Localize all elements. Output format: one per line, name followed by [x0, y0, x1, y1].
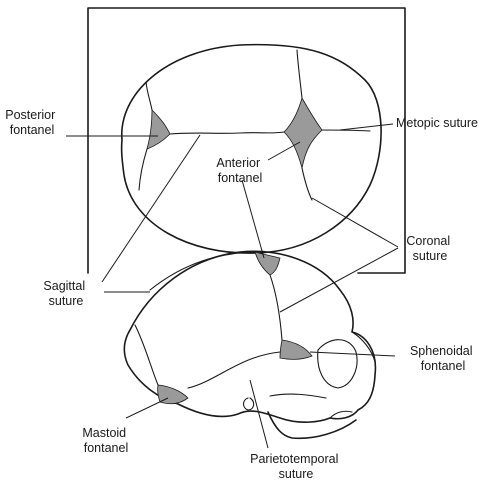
top-coronal-suture-upper — [296, 49, 303, 99]
anterior-fontanel-label: Anterior fontanel — [216, 156, 263, 185]
inset-frame — [87, 7, 406, 274]
mastoid-fontanel-label: Mastoid fontanel — [82, 426, 129, 455]
leader-sagittal-top — [101, 134, 201, 283]
leader-anterior-to-lateral — [241, 179, 265, 259]
parietotemporal-suture-line1: Parietotemporal — [250, 452, 338, 466]
top-metopic-suture — [321, 129, 371, 132]
lateral-parietotemporal-suture — [187, 351, 281, 389]
mastoid-fontanel-line2: fontanel — [84, 441, 128, 455]
top-lambdoid-suture-upper — [145, 81, 153, 111]
ear-opening — [242, 397, 255, 411]
posterior-fontanel-line1: Posterior — [5, 108, 55, 122]
top-view-skull-outline — [120, 43, 382, 254]
lateral-lambdoid-suture — [134, 324, 159, 386]
zygomatic-arch — [269, 393, 327, 399]
top-lambdoid-suture-lower — [138, 148, 148, 191]
parietotemporal-suture-label: Parietotemporal suture — [250, 452, 342, 481]
metopic-suture-label: Metopic suture — [396, 116, 478, 130]
sagittal-suture-line2: suture — [49, 294, 84, 308]
sagittal-suture-label: Sagittal suture — [43, 279, 88, 308]
posterior-fontanel-shape — [146, 109, 171, 150]
metopic-suture-line1: Metopic suture — [396, 116, 478, 130]
anterior-fontanel-shape — [283, 96, 323, 169]
lateral-skull-outline — [123, 250, 377, 423]
top-coronal-suture-lower — [301, 167, 313, 201]
lateral-view — [123, 250, 377, 440]
labels: Posterior fontanel Metopic suture Anteri… — [5, 108, 478, 481]
coronal-suture-line2: suture — [413, 249, 448, 263]
mastoid-fontanel-line1: Mastoid — [82, 426, 126, 440]
anterior-fontanel-line2: fontanel — [218, 171, 262, 185]
leader-coronal-lateral — [279, 247, 399, 313]
sphenoidal-fontanel-line2: fontanel — [421, 359, 465, 373]
top-view — [87, 7, 406, 274]
coronal-suture-line1: Coronal — [406, 234, 450, 248]
orbit-outline — [317, 339, 358, 389]
leader-sphenoidal-fontanel — [309, 351, 396, 357]
lateral-sphenoidal-fontanel — [279, 339, 313, 360]
leader-anterior-fontanel — [267, 141, 301, 161]
lateral-sagittal-edge — [149, 251, 256, 291]
sphenoidal-fontanel-label: Sphenoidal fontanel — [410, 344, 476, 373]
lateral-coronal-suture — [269, 274, 283, 341]
leader-mastoid-fontanel — [125, 397, 169, 419]
parietotemporal-suture-line2: suture — [279, 467, 314, 481]
posterior-fontanel-line2: fontanel — [10, 123, 54, 137]
top-sagittal-suture — [169, 131, 285, 135]
posterior-fontanel-label: Posterior fontanel — [5, 108, 59, 137]
leader-parietotemporal-suture — [249, 379, 269, 449]
sagittal-suture-line1: Sagittal — [43, 279, 85, 293]
coronal-suture-label: Coronal suture — [406, 234, 453, 263]
leader-lines — [66, 123, 399, 449]
anterior-fontanel-line1: Anterior — [216, 156, 260, 170]
sphenoidal-fontanel-line1: Sphenoidal — [410, 344, 473, 358]
nasal-outline — [351, 331, 376, 363]
maxilla-detail — [329, 410, 353, 419]
leader-metopic-suture — [339, 123, 394, 131]
leader-coronal-top — [311, 197, 399, 248]
mandible-outline — [267, 411, 357, 440]
lateral-anterior-fontanel — [254, 251, 281, 276]
